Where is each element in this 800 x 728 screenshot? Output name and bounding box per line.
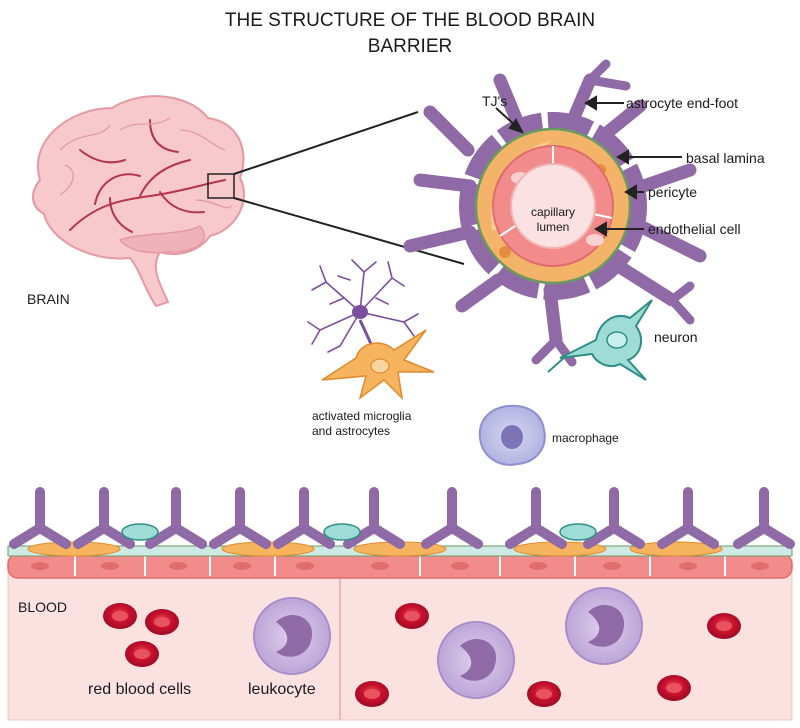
blood-label: BLOOD bbox=[18, 599, 67, 615]
brain-label: BRAIN bbox=[27, 291, 70, 307]
astrocyte-end-foot-label: astrocyte end-foot bbox=[626, 95, 738, 111]
rbc-7 bbox=[657, 675, 691, 701]
rbc-6 bbox=[527, 681, 561, 707]
brain-illustration bbox=[32, 95, 245, 308]
leukocytes bbox=[253, 587, 643, 699]
leukocyte-2 bbox=[437, 621, 515, 699]
title-line-1: THE STRUCTURE OF THE BLOOD BRAIN bbox=[225, 10, 595, 31]
rbc-1 bbox=[103, 603, 137, 629]
zoom-line-top bbox=[233, 111, 419, 175]
tjs-label: TJ's bbox=[482, 93, 507, 109]
leukocyte-label: leukocyte bbox=[248, 681, 316, 698]
capillary-lumen-label-1: capillary bbox=[531, 205, 575, 219]
zoom-line-bottom bbox=[233, 197, 465, 265]
red-blood-cells bbox=[103, 603, 741, 707]
rbc-8 bbox=[707, 613, 741, 639]
leukocyte-1 bbox=[253, 597, 331, 675]
rbc-4 bbox=[395, 603, 429, 629]
capillary-lumen-label-2: lumen bbox=[537, 220, 570, 234]
rbc-3 bbox=[125, 641, 159, 667]
title-line-2: BARRIER bbox=[368, 36, 452, 57]
neuron-label: neuron bbox=[654, 329, 698, 345]
pericyte-label: pericyte bbox=[648, 184, 697, 200]
rbc-5 bbox=[355, 681, 389, 707]
zoom-box bbox=[207, 173, 235, 199]
endothelial-cell-label: endothelial cell bbox=[648, 221, 741, 237]
neuron-illustration bbox=[547, 299, 653, 381]
capillary-cross-section bbox=[403, 59, 707, 367]
microglia-label-1: activated microglia bbox=[312, 409, 412, 423]
red-blood-cells-label: red blood cells bbox=[88, 681, 191, 698]
microglia-astrocyte-illustration bbox=[307, 259, 435, 401]
leukocyte-3 bbox=[565, 587, 643, 665]
macrophage-label: macrophage bbox=[552, 431, 619, 445]
basal-lamina-label: basal lamina bbox=[686, 150, 765, 166]
macrophage-illustration bbox=[478, 404, 546, 466]
microglia-label-2: and astrocytes bbox=[312, 424, 390, 438]
rbc-2 bbox=[145, 609, 179, 635]
